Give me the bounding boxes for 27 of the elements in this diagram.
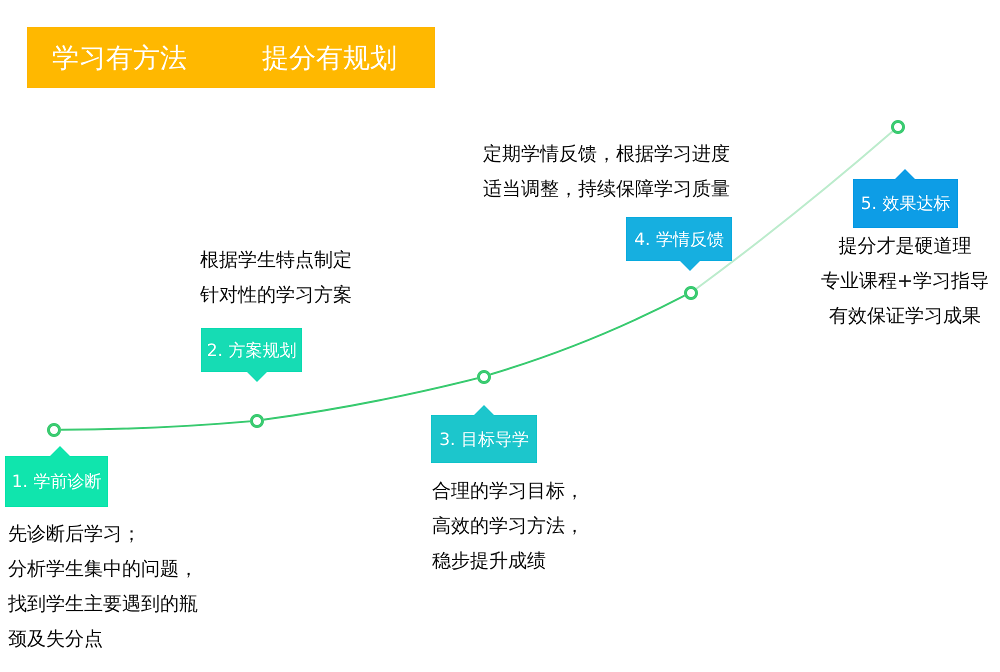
- title-banner: [27, 27, 435, 88]
- curve-line: [696, 130, 894, 290]
- curve-point: [47, 423, 61, 437]
- step-tag: 3. 目标导学: [431, 405, 537, 463]
- curve-line: [264, 377, 478, 421]
- step-tag: 1. 学前诊断: [5, 446, 108, 507]
- step-tag: 2. 方案规划: [201, 328, 302, 382]
- description-text: 分析学生集中的问题，找到学生主要遇到的瓶颈及失分点: [8, 557, 199, 652]
- step-tag: 5. 效果达标: [853, 169, 958, 228]
- description-text: 有效保证学习成果: [829, 304, 981, 329]
- curve-point: [891, 120, 905, 134]
- description-text: 稳步提升成绩: [432, 549, 547, 574]
- curve-point: [250, 414, 264, 428]
- title-text: 提分有规划: [262, 42, 397, 76]
- title-text: 学习有方法: [52, 42, 187, 76]
- description-text: 先诊断后学习；: [8, 522, 142, 547]
- description-text: 定期学情反馈，根据学习进度适当调整，持续保障学习质量: [483, 142, 731, 202]
- curve-line: [60, 420, 250, 431]
- description-text: 提分才是硬道理: [838, 234, 972, 259]
- curve-line: [490, 294, 685, 376]
- description-text: 专业课程+学习指导: [821, 269, 989, 294]
- description-text: 根据学生特点制定针对性的学习方案: [200, 248, 353, 308]
- description-text: 高效的学习方法，: [432, 514, 585, 539]
- step-tag: 4. 学情反馈: [626, 217, 732, 271]
- description-text: 合理的学习目标，: [432, 479, 585, 504]
- curve-point: [684, 286, 698, 300]
- curve-point: [477, 370, 491, 384]
